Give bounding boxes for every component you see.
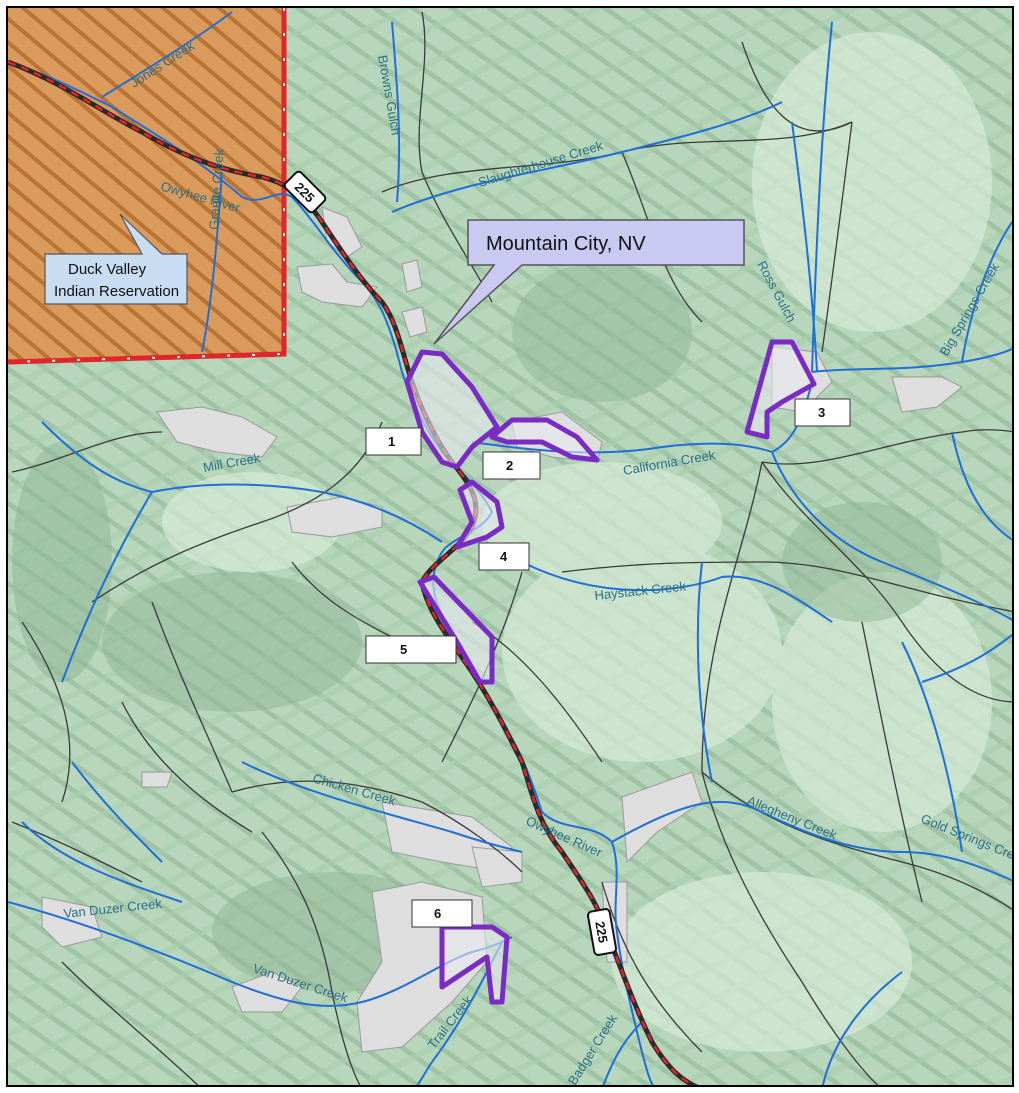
reservation-callout: Duck Valley Indian Reservation: [44, 213, 188, 305]
site-label-6: 6: [434, 906, 441, 921]
study-sites: [404, 339, 817, 1005]
granite-creek-label: Granite Creek: [206, 148, 227, 230]
site-5-outline: [417, 574, 495, 685]
highway-shield-north: 225: [283, 170, 327, 214]
reservation-label-line1: Duck Valley: [68, 261, 147, 278]
site-label-5: 5: [400, 642, 407, 657]
reservation-label-line2: Indian Reservation: [54, 283, 179, 300]
highway-shield-south: 225: [586, 908, 618, 956]
reservation-callout-shape: [44, 213, 188, 305]
mountain-city-callout: Mountain City, NV: [433, 219, 745, 345]
map-frame: Mountain City, NV Duck Valley Indian Res…: [6, 6, 1014, 1087]
site-4-outline: [454, 479, 505, 550]
site-1-outline: [404, 349, 500, 470]
site-3-outline: [744, 339, 817, 440]
svg-text:225: 225: [592, 920, 611, 944]
roads: [11, 11, 1012, 1085]
site-label-4: 4: [500, 549, 508, 564]
reservation-area: [8, 8, 284, 362]
callout-shape: [433, 219, 745, 345]
site-6-outline: [439, 924, 510, 1005]
callout-label: Mountain City, NV: [486, 233, 646, 255]
topographic-map: Mountain City, NV Duck Valley Indian Res…: [8, 8, 1012, 1085]
terrain-light-patches: [162, 32, 992, 1052]
site-number-boxes: 1 2 3 4 5 6: [365, 398, 851, 928]
reservation-boundary: [8, 8, 287, 365]
site-label-1: 1: [388, 434, 395, 449]
site-2-outline: [489, 417, 600, 463]
site-label-2: 2: [506, 458, 513, 473]
site-label-3: 3: [818, 405, 825, 420]
